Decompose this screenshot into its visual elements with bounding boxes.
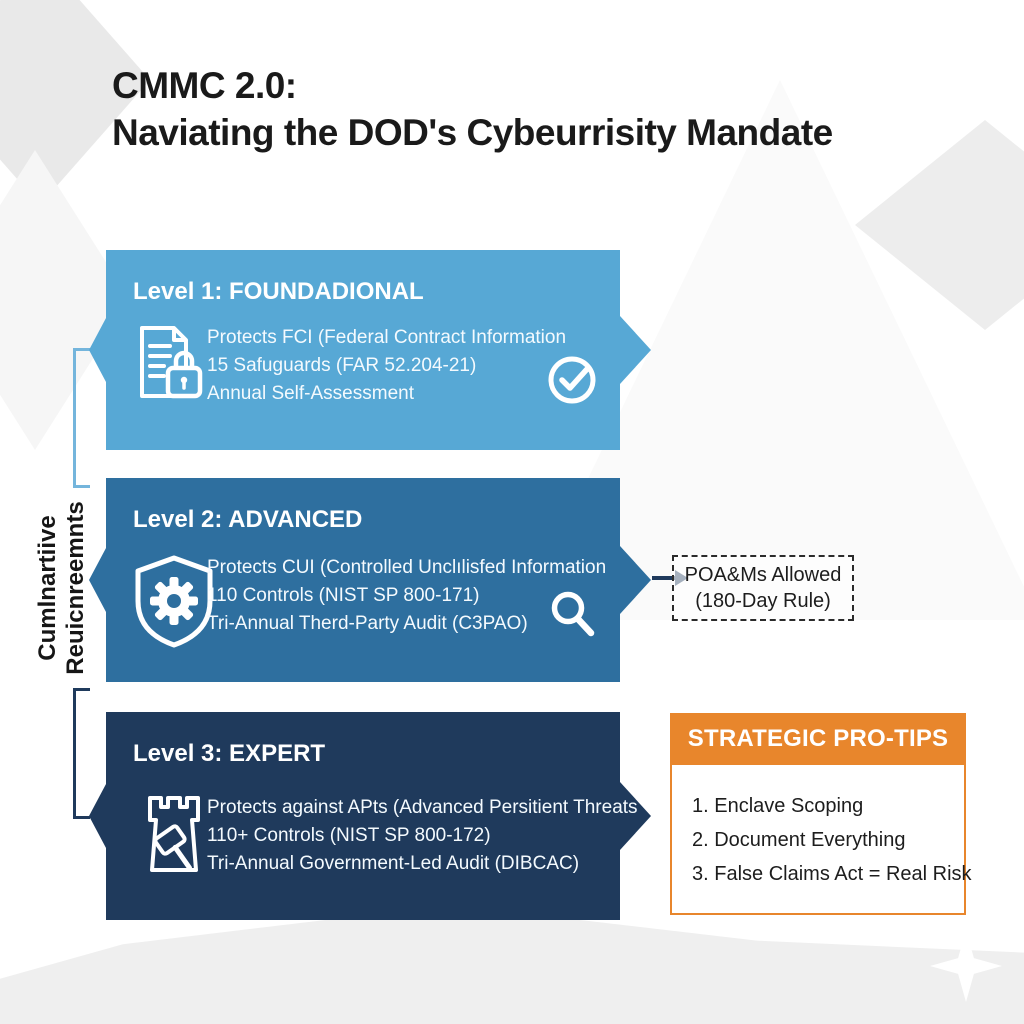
magnifier-icon — [546, 588, 600, 647]
level-1-line-1: Protects FCI (Federal Contract Informati… — [207, 327, 567, 348]
level-2-details: Protects CUI (Controlled Unclılisfed Inf… — [207, 554, 606, 638]
level-2-header: Level 2: ADVANCED — [133, 506, 363, 533]
level-1-banner: Level 1: FOUNDADIONAL Protects FCI (Fede… — [89, 250, 651, 450]
level-1-right-point — [620, 316, 651, 384]
check-circle-icon — [546, 352, 600, 411]
level-3-rect — [106, 712, 620, 920]
poam-callout: POA&Ms Allowed (180-Day Rule) — [672, 555, 854, 621]
title-line-1: CMMC 2.0: — [112, 65, 297, 106]
pro-tip-item-2: 2. Document Everything — [692, 829, 906, 851]
level-1-line-2: 15 Safuguards (FAR 52.204-21) — [207, 355, 477, 376]
sparkle-icon — [930, 930, 1002, 1002]
side-label-line-1: Cumlnartiive — [34, 515, 61, 661]
level-2-right-point — [620, 546, 651, 614]
poam-line-1: POA&Ms Allowed — [684, 564, 842, 586]
level-2-left-point — [89, 548, 106, 612]
title-line-2: Naviating the DOD's Cybeurrisity Mandate — [112, 112, 833, 153]
level-2-banner: Level 2: ADVANCED Protects CUI (Controll… — [89, 478, 651, 682]
level-1-rect — [106, 250, 620, 450]
pro-tip-item-1: 1. Enclave Scoping — [692, 795, 864, 817]
level-2-line-2: 110 Controls (NIST SP 800-171) — [207, 585, 480, 606]
poam-arrow-line — [652, 576, 676, 580]
level-3-banner: Level 3: EXPERT Protects against APts (A… — [89, 712, 651, 920]
cumulative-requirements-label: Cumlnartiive Reuicnreemnts — [34, 468, 90, 708]
level-1-left-point — [89, 318, 106, 382]
shield-gear-icon — [128, 552, 220, 655]
pro-tips-body: 1. Enclave Scoping 2. Document Everythin… — [670, 765, 972, 915]
pro-tips-header: STRATEGIC PRO-TIPS — [670, 713, 966, 765]
pro-tip-item-3: 3. False Claims Act = Real Risk — [692, 863, 972, 885]
level-3-line-2: 110+ Controls (NIST SP 800-172) — [207, 825, 491, 846]
cumulative-bracket-top — [73, 348, 90, 488]
cumulative-bracket-bottom — [73, 688, 90, 819]
side-label-line-2: Reuicnreemnts — [62, 501, 89, 675]
level-1-details: Protects FCI (Federal Contract Informati… — [207, 324, 566, 408]
level-3-line-3: Tri-Annual Government-Led Audit (DIBCAC) — [207, 853, 580, 874]
level-3-left-point — [89, 784, 106, 848]
level-3-header: Level 3: EXPERT — [133, 740, 326, 767]
level-1-line-3: Annual Self-Assessment — [207, 383, 414, 404]
poam-line-2: (180-Day Rule) — [695, 590, 831, 612]
background-bottom-band — [0, 905, 1024, 1024]
level-1-header: Level 1: FOUNDADIONAL — [133, 278, 424, 305]
level-3-details: Protects against APts (Advanced Persitie… — [207, 794, 638, 878]
level-2-line-3: Tri-Annual Therd-Party Audit (C3PAO) — [207, 613, 528, 634]
document-lock-icon — [128, 322, 208, 413]
page-title: CMMC 2.0: Naviating the DOD's Cybeurrisi… — [112, 62, 972, 156]
castle-gavel-icon — [128, 788, 214, 885]
pro-tips-panel: STRATEGIC PRO-TIPS 1. Enclave Scoping 2.… — [670, 713, 972, 915]
level-2-line-1: Protects CUI (Controlled Unclılisfed Inf… — [207, 557, 607, 578]
level-2-rect — [106, 478, 620, 682]
level-3-line-1: Protects against APts (Advanced Persitie… — [207, 797, 638, 818]
